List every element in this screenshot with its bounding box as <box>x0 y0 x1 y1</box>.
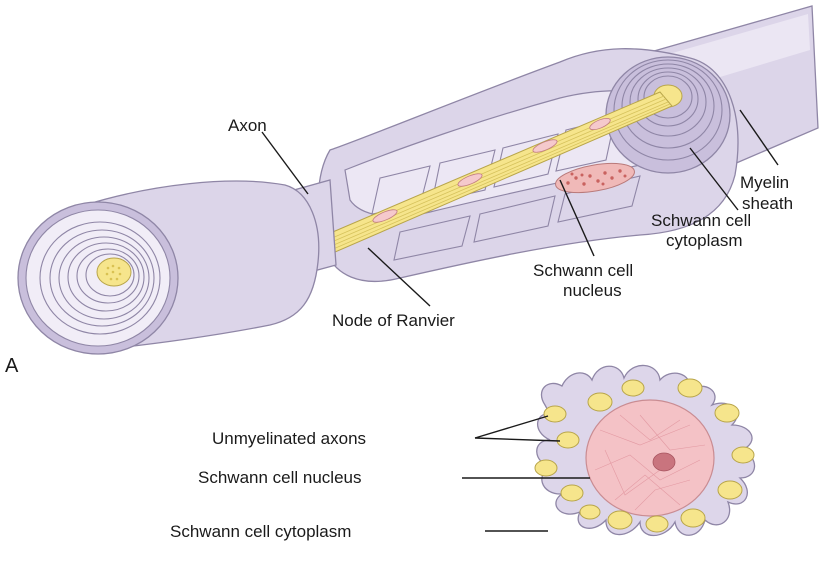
cytoplasm-a-label-line1: Schwann cell <box>651 211 751 230</box>
nucleus-a-label-line1: Schwann cell <box>533 261 633 280</box>
nucleolus <box>653 453 675 471</box>
myelinated-axon-illustration: Axon Myelin sheath Schwann cell cytoplas… <box>5 6 818 377</box>
nucleus-a-label-line2: nucleus <box>563 281 622 300</box>
unmyelinated-schwann-cell: Unmyelinated axons Schwann cell nucleus … <box>170 365 755 541</box>
unmyelinated-leader-1 <box>475 416 548 438</box>
axon-label: Axon <box>228 116 267 135</box>
node-label: Node of Ranvier <box>332 311 455 330</box>
myelin-label-line1: Myelin <box>740 173 789 192</box>
panel-letter-a: A <box>5 355 19 377</box>
nucleus-b-label: Schwann cell nucleus <box>198 468 361 487</box>
unmyelinated-label: Unmyelinated axons <box>212 429 366 448</box>
schwann-nucleus-b <box>586 400 714 516</box>
myelin-lamellae-left <box>18 202 178 354</box>
cytoplasm-a-label-line2: cytoplasm <box>666 231 743 250</box>
cytoplasm-b-label: Schwann cell cytoplasm <box>170 522 351 541</box>
